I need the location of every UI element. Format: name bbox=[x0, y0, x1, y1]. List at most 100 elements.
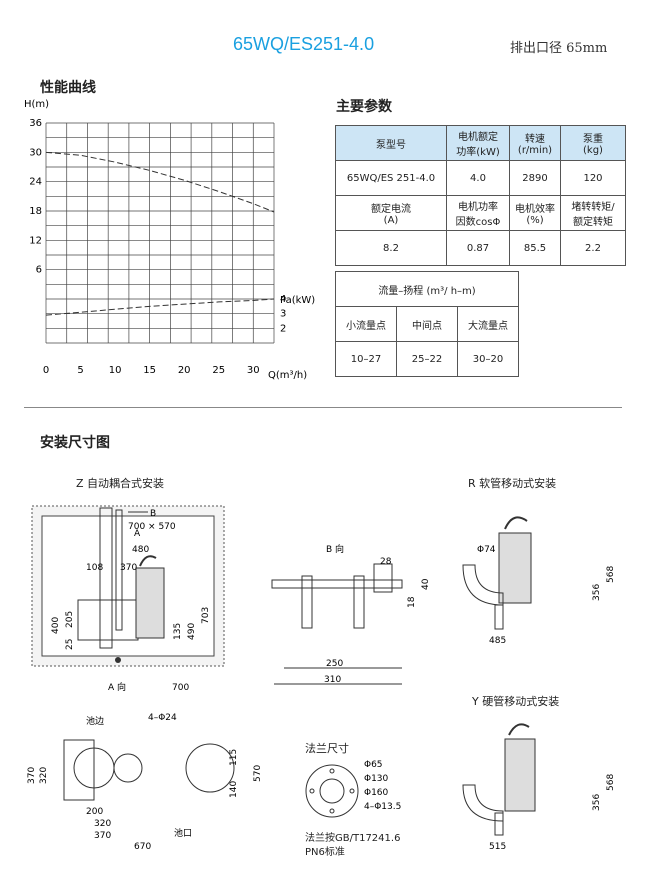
h-curve-line bbox=[45, 151, 275, 213]
outlet-diameter: 排出口径 65mm bbox=[510, 41, 608, 56]
r-dim-568: 568 bbox=[606, 566, 616, 583]
q-tick-label: 30 bbox=[247, 365, 260, 376]
hdr-torque: 堵转转矩/ 额定转矩 bbox=[560, 195, 626, 231]
z-dim-a: A bbox=[134, 529, 141, 539]
pa-tick-label: 3 bbox=[280, 309, 286, 320]
z-dim-703: 703 bbox=[201, 607, 211, 624]
q-tick-label: 5 bbox=[77, 365, 83, 376]
b-view-drawing: B 向 28 40 18 250 310 bbox=[271, 543, 431, 685]
flow-table: 流量–扬程 (m³/ h–m) 小流量点 中间点 大流量点 10–27 25–2… bbox=[335, 271, 519, 377]
a-view-drawing: A 向 700 4–Φ24 池边 池口 370 320 115 140 570 … bbox=[27, 681, 263, 850]
val-weight: 120 bbox=[560, 160, 626, 196]
z-dim-480: 480 bbox=[132, 545, 149, 555]
val-eff: 85.5 bbox=[509, 230, 561, 266]
z-install-drawing: B A 700 × 570 480 108 370 400 205 25 135… bbox=[31, 505, 225, 667]
val-power: 4.0 bbox=[446, 160, 510, 196]
val-model: 65WQ/ES 251-4.0 bbox=[335, 160, 447, 196]
pa-curve-line bbox=[45, 298, 275, 316]
a-dim-370: 370 bbox=[94, 831, 111, 841]
pa-tick-label: 2 bbox=[280, 323, 286, 334]
flange-title: 法兰尺寸 bbox=[305, 742, 349, 755]
val-torque: 2.2 bbox=[560, 230, 626, 266]
z-dim-108: 108 bbox=[86, 563, 103, 573]
r-dim-phi74: Φ74 bbox=[477, 545, 496, 555]
pa-tick-label: 4 bbox=[280, 294, 286, 305]
flange-dim-phi130: Φ130 bbox=[364, 774, 389, 784]
y-install-title: Y 硬管移动式安装 bbox=[472, 695, 560, 708]
hdr-current: 额定电流 (A) bbox=[335, 195, 447, 231]
a-dim-pit-edge: 池边 bbox=[86, 715, 104, 727]
z-dim-hole: 700 × 570 bbox=[128, 522, 176, 532]
flange-note-2: PN6标准 bbox=[305, 847, 345, 858]
q-tick-label: 15 bbox=[143, 365, 156, 376]
q-tick-label: 25 bbox=[212, 365, 225, 376]
q-axis-label: Q(m³/h) bbox=[268, 370, 307, 381]
install-section-title: 安装尺寸图 bbox=[40, 435, 110, 451]
r-dim-485: 485 bbox=[489, 636, 506, 645]
y-install-drawing: 356 568 515 bbox=[462, 723, 616, 852]
h-tick-label: 24 bbox=[29, 177, 42, 188]
h-tick-label: 30 bbox=[29, 147, 42, 158]
flow-hdr-large: 大流量点 bbox=[457, 306, 519, 342]
h-tick-label: 12 bbox=[29, 235, 42, 246]
model-title: 65WQ/ES251-4.0 bbox=[233, 34, 375, 54]
flow-title: 流量–扬程 (m³/ h–m) bbox=[335, 271, 519, 307]
q-tick-label: 0 bbox=[43, 365, 49, 376]
y-dim-568: 568 bbox=[606, 774, 616, 791]
q-tick-label: 10 bbox=[109, 365, 122, 376]
h-axis-label: H(m) bbox=[24, 99, 49, 110]
h-tick-label: 18 bbox=[29, 206, 42, 217]
flange-drawing: Φ65 Φ130 Φ160 4–Φ13.5 bbox=[305, 760, 401, 818]
curve-section-title: 性能曲线 bbox=[40, 80, 96, 96]
z-dim-25: 25 bbox=[65, 639, 75, 650]
hdr-cos: 电机功率 因数cosΦ bbox=[446, 195, 510, 231]
chart-grid bbox=[45, 122, 275, 344]
a-dim-200: 200 bbox=[86, 807, 103, 817]
a-dim-140: 140 bbox=[229, 781, 239, 798]
b-dim-28: 28 bbox=[380, 557, 392, 567]
flange-dim-holes: 4–Φ13.5 bbox=[364, 802, 401, 812]
flange-note-1: 法兰按GB/T17241.6 bbox=[305, 833, 401, 844]
hdr-model: 泵型号 bbox=[335, 125, 447, 161]
z-dim-205: 205 bbox=[65, 611, 75, 628]
a-view-title: A 向 bbox=[108, 681, 126, 693]
b-view-title: B 向 bbox=[326, 543, 344, 555]
val-cos: 0.87 bbox=[446, 230, 510, 266]
a-dim-115: 115 bbox=[229, 749, 239, 766]
h-tick-label: 36 bbox=[29, 118, 42, 129]
flow-val-mid: 25–22 bbox=[396, 341, 458, 377]
r-install-title: R 软管移动式安装 bbox=[468, 477, 557, 490]
z-dim-490: 490 bbox=[187, 623, 197, 640]
a-dim-holes: 4–Φ24 bbox=[148, 713, 177, 723]
params-section-title: 主要参数 bbox=[336, 99, 392, 115]
h-tick-label: 6 bbox=[36, 265, 42, 276]
z-dim-135: 135 bbox=[173, 623, 183, 640]
params-table: 泵型号 电机额定 功率(kW) 转速 (r/min) 泵重 (kg) 65WQ/… bbox=[335, 125, 626, 266]
a-dim-670: 670 bbox=[134, 842, 151, 850]
b-dim-18: 18 bbox=[407, 596, 417, 608]
flange-dim-phi160: Φ160 bbox=[364, 788, 389, 798]
a-dim-320v: 320 bbox=[39, 767, 49, 784]
hdr-weight: 泵重 (kg) bbox=[560, 125, 626, 161]
a-dim-pit-mouth: 池口 bbox=[174, 827, 192, 839]
section-divider bbox=[24, 407, 622, 408]
flow-val-large: 30–20 bbox=[457, 341, 519, 377]
b-dim-310: 310 bbox=[324, 675, 341, 685]
val-speed: 2890 bbox=[509, 160, 561, 196]
r-dim-356: 356 bbox=[592, 584, 602, 601]
b-dim-250: 250 bbox=[326, 659, 343, 669]
a-dim-570: 570 bbox=[253, 765, 263, 782]
hdr-eff: 电机效率 (%) bbox=[509, 195, 561, 231]
flow-val-small: 10–27 bbox=[335, 341, 397, 377]
val-current: 8.2 bbox=[335, 230, 447, 266]
z-install-title: Z 自动耦合式安装 bbox=[76, 477, 165, 490]
pa-axis-label: Pa(kW) bbox=[280, 295, 315, 306]
hdr-power: 电机额定 功率(kW) bbox=[446, 125, 510, 161]
q-tick-label: 20 bbox=[178, 365, 191, 376]
a-dim-320: 320 bbox=[94, 819, 111, 829]
z-dim-370: 370 bbox=[120, 563, 137, 573]
y-dim-515: 515 bbox=[489, 842, 506, 852]
r-install-drawing: Φ74 356 568 485 bbox=[462, 516, 616, 645]
flow-hdr-mid: 中间点 bbox=[396, 306, 458, 342]
